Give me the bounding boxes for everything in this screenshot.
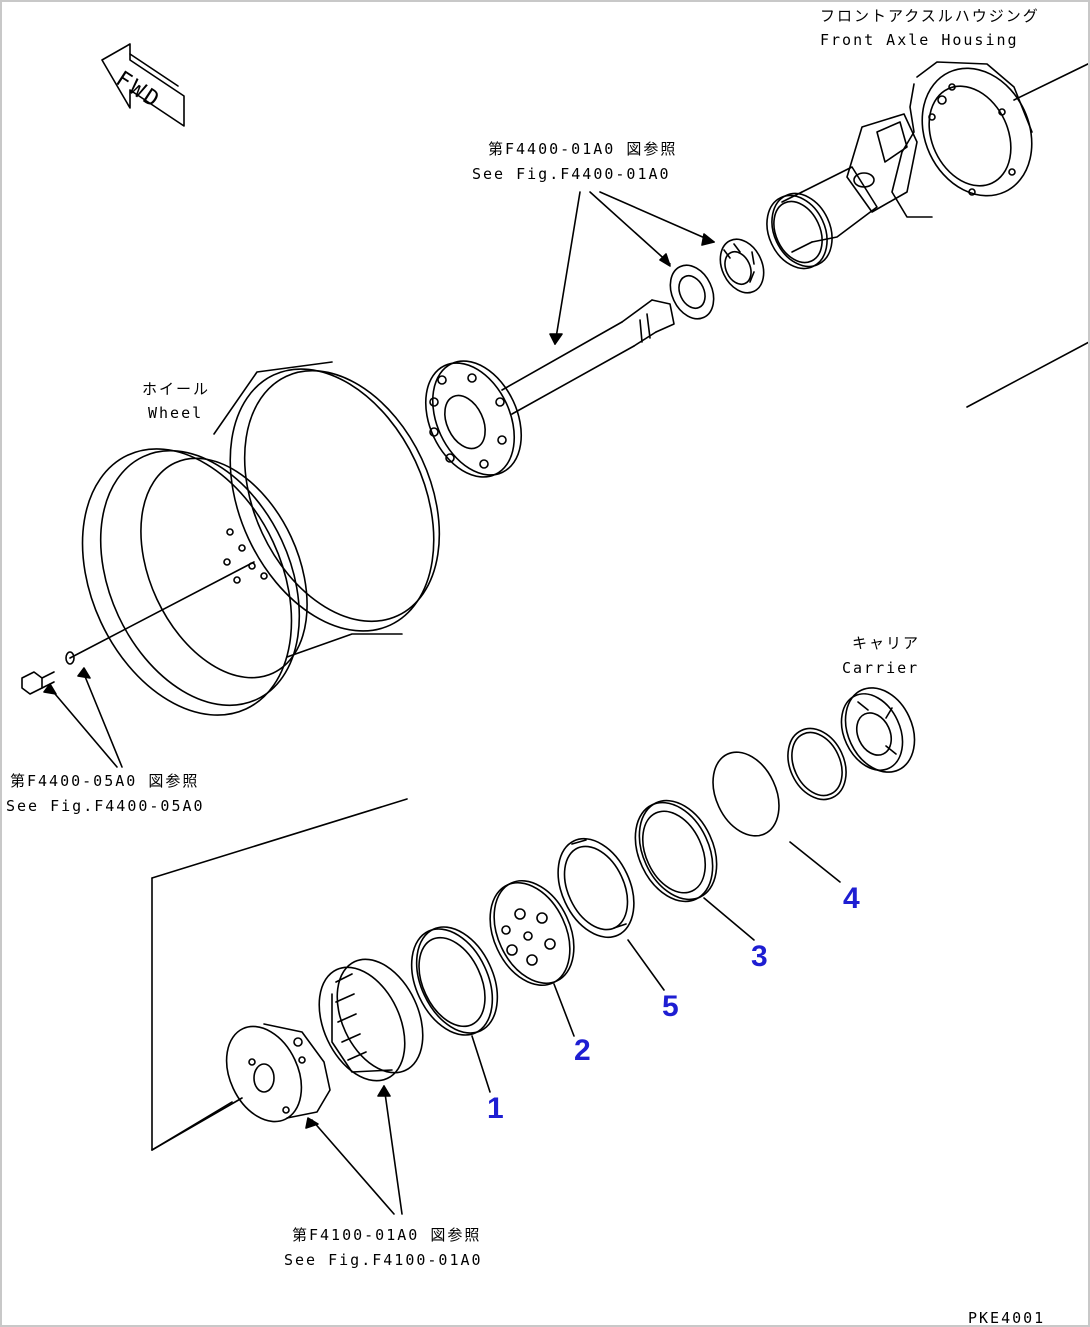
wheel-bolt [21, 561, 255, 695]
callout-4: 4 [843, 882, 860, 915]
front-axle-housing-label-en: Front Axle Housing [820, 31, 1019, 49]
leaders-f4100-01a0 [305, 1085, 403, 1215]
leaders-f4400-01a0 [549, 191, 715, 345]
see-fig-f4100-01a0-label-en: See Fig.F4100-01A0 [284, 1251, 483, 1269]
carrier-label-en: Carrier [842, 659, 920, 677]
part-1-ring [410, 926, 499, 1036]
roller-bearing [318, 958, 424, 1082]
drawing-code: PKE4001 [968, 1309, 1046, 1327]
fwd-arrow-icon [101, 43, 185, 127]
axle-shaft [424, 299, 675, 478]
housing-seal-ring [766, 192, 833, 270]
carrier-label-jp: キャリア [852, 634, 921, 652]
carrier-snap-ring [787, 727, 847, 801]
leaders-f4400-05a0 [43, 667, 123, 768]
hub [151, 1023, 331, 1151]
callout-2: 2 [574, 1034, 591, 1067]
part-3-ring-gear [634, 799, 718, 903]
axle-bearing [719, 238, 765, 294]
callout-5: 5 [662, 990, 679, 1023]
part-5-thrust-plate [557, 837, 635, 939]
front-axle-housing-label-jp: フロントアクスルハウジング [820, 7, 1040, 25]
see-fig-f4400-01a0-label-jp: 第F4400-01A0 図参照 [488, 140, 678, 158]
wheel-label-jp: ホイール [142, 380, 211, 398]
callout-3: 3 [751, 940, 768, 973]
see-fig-f4400-05a0-label-jp: 第F4400-05A0 図参照 [10, 772, 200, 790]
see-fig-f4100-01a0-label-jp: 第F4100-01A0 図参照 [292, 1226, 482, 1244]
wheel-rim [81, 361, 441, 716]
part-4-o-ring [712, 751, 780, 837]
part-2-cover-plate [489, 879, 575, 987]
wheel-label-en: Wheel [148, 404, 204, 422]
front-axle-centerline [1013, 63, 1088, 101]
callout-1: 1 [487, 1092, 504, 1125]
carrier [840, 687, 916, 773]
see-fig-f4400-01a0-label-en: See Fig.F4400-01A0 [472, 165, 671, 183]
see-fig-f4400-05a0-label-en: See Fig.F4400-05A0 [6, 797, 205, 815]
axle-seal [669, 264, 715, 320]
